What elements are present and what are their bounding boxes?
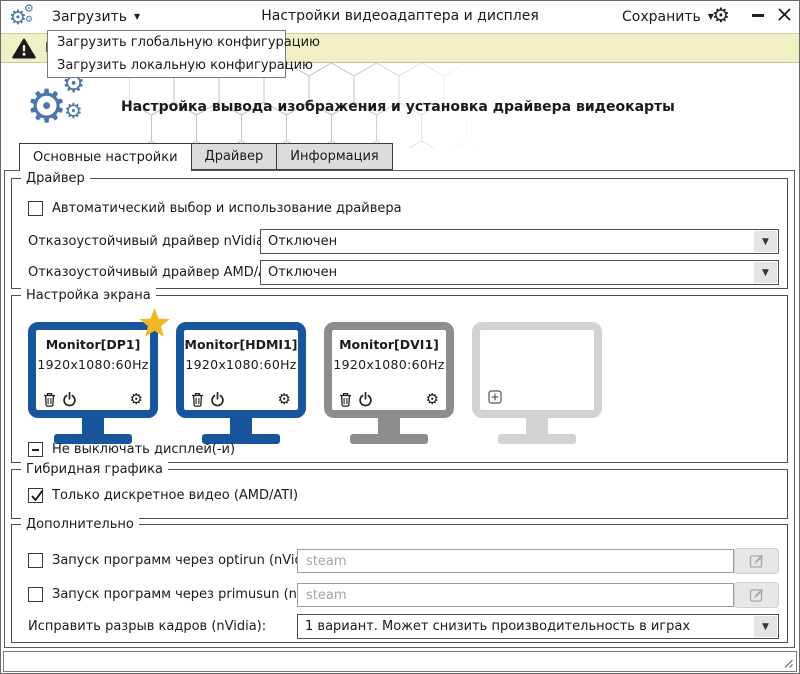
monitor-settings-icon[interactable]: ⚙ — [129, 390, 143, 408]
optirun-edit-button[interactable] — [734, 548, 779, 574]
power-monitor-icon[interactable] — [62, 392, 77, 407]
menu-item-load-global[interactable]: Загрузить глобальную конфигурацию — [57, 35, 320, 50]
screen-groupbox: Настройка экрана Monitor[DP1] 1920x1080:… — [11, 288, 788, 463]
power-monitor-icon[interactable] — [358, 392, 373, 407]
amd-failsafe-combobox[interactable]: Отключен ▼ — [260, 260, 779, 285]
edit-pencil-icon — [749, 588, 763, 602]
monitor-name: Monitor[DVI1] — [339, 337, 439, 352]
nvidia-failsafe-combobox[interactable]: Отключен ▼ — [260, 229, 779, 254]
app-gears-logo: ⚙⚙⚙ — [26, 69, 86, 133]
hero-title: Настройка вывода изображения и установка… — [121, 99, 675, 115]
minimize-button[interactable] — [752, 14, 764, 17]
delete-monitor-icon[interactable] — [191, 392, 204, 407]
auto-driver-label: Автоматический выбор и использование дра… — [52, 201, 402, 216]
monitor-settings-icon[interactable]: ⚙ — [277, 390, 291, 408]
load-menu-button[interactable]: Загрузить ▼ — [52, 6, 140, 27]
add-monitor-icon[interactable] — [488, 390, 502, 404]
tearing-fix-label: Исправить разрыв кадров (nVidia): — [28, 619, 267, 634]
auto-driver-checkbox[interactable] — [28, 201, 43, 216]
delete-monitor-icon[interactable] — [43, 392, 56, 407]
monitor-name: Monitor[HDMI1] — [184, 337, 298, 352]
combo-arrow-icon[interactable]: ▼ — [754, 262, 777, 283]
keep-display-on-label: Не выключать дисплей(-и) — [52, 442, 236, 457]
keep-display-on-checkbox[interactable] — [28, 442, 43, 457]
auto-driver-row: Автоматический выбор и использование дра… — [28, 201, 402, 216]
keep-display-on-row: Не выключать дисплей(-и) — [28, 442, 235, 457]
hybrid-group-legend: Гибридная графика — [21, 462, 168, 477]
resize-grip[interactable] — [781, 656, 794, 669]
primusun-input[interactable] — [297, 583, 734, 607]
header-banner: ⚙⚙⚙ Настройка вывода изображения и устан… — [1, 63, 799, 148]
discrete-only-label: Только дискретное видео (AMD/ATI) — [52, 488, 299, 503]
tearing-fix-combobox[interactable]: 1 вариант. Может снизить производительно… — [297, 614, 779, 639]
primusun-row: Запуск программ через primusun (nVidia): — [28, 587, 338, 602]
window-title: Настройки видеоадаптера и дисплея — [261, 8, 539, 24]
primusun-checkbox[interactable] — [28, 587, 43, 602]
tab-page-main-settings: Драйвер Автоматический выбор и использов… — [4, 170, 795, 648]
extra-group-legend: Дополнительно — [21, 517, 139, 532]
load-menu-popup: Загрузить глобальную конфигурацию Загруз… — [47, 30, 320, 78]
monitor-card-dp1[interactable]: Monitor[DP1] 1920x1080:60Hz — [28, 308, 170, 444]
amd-failsafe-label: Отказоустойчивый драйвер AMD/ATI: — [28, 265, 283, 280]
settings-gear-icon[interactable]: ⚙ — [712, 3, 730, 27]
tearing-fix-value: 1 вариант. Может снизить производительно… — [305, 619, 691, 634]
monitor-resolution: 1920x1080:60Hz — [333, 357, 445, 372]
warning-triangle-icon — [12, 38, 36, 58]
delete-monitor-icon[interactable] — [339, 392, 352, 407]
checkmark-icon — [31, 489, 44, 502]
nvidia-failsafe-label: Отказоустойчивый драйвер nVidia: — [28, 234, 269, 249]
load-menu-label: Загрузить — [52, 8, 128, 25]
primary-star-icon — [139, 308, 170, 337]
discrete-only-row: Только дискретное видео (AMD/ATI) — [28, 488, 298, 503]
combo-arrow-icon[interactable]: ▼ — [754, 231, 777, 252]
save-menu-label: Сохранить — [622, 8, 701, 25]
monitor-settings-icon[interactable]: ⚙ — [425, 390, 439, 408]
chevron-down-icon: ▼ — [134, 11, 141, 21]
monitor-row: Monitor[DP1] 1920x1080:60Hz — [28, 308, 602, 444]
extra-groupbox: Дополнительно Запуск программ через opti… — [11, 517, 788, 643]
nvidia-failsafe-value: Отключен — [268, 234, 338, 249]
monitor-card-dvi1[interactable]: Monitor[DVI1] 1920x1080:60Hz — [324, 322, 454, 444]
monitor-card-add[interactable] — [472, 322, 602, 444]
driver-group-legend: Драйвер — [21, 171, 90, 186]
app-gears-icon: ⚙⚙⚙ — [9, 2, 34, 29]
amd-failsafe-value: Отключен — [268, 265, 338, 280]
driver-groupbox: Драйвер Автоматический выбор и использов… — [11, 171, 788, 289]
tab-main-settings[interactable]: Основные настройки — [19, 143, 192, 171]
tab-information[interactable]: Информация — [277, 143, 393, 170]
close-button[interactable] — [778, 8, 791, 21]
monitor-resolution: 1920x1080:60Hz — [37, 357, 149, 372]
edit-pencil-icon — [749, 554, 763, 568]
status-bar — [3, 651, 797, 672]
hexagon-pattern — [129, 63, 481, 148]
optirun-label: Запуск программ через optirun (nVidia): — [52, 553, 324, 568]
optirun-checkbox[interactable] — [28, 553, 43, 568]
hybrid-groupbox: Гибридная графика Только дискретное виде… — [11, 462, 788, 519]
menu-item-load-local[interactable]: Загрузить локальную конфигурацию — [57, 58, 313, 73]
monitor-card-hdmi1[interactable]: Monitor[HDMI1] 1920x1080:60Hz — [176, 322, 306, 444]
chevron-down-icon: ▼ — [707, 11, 714, 21]
monitor-name: Monitor[DP1] — [45, 337, 141, 352]
optirun-row: Запуск программ через optirun (nVidia): — [28, 553, 324, 568]
tab-driver[interactable]: Драйвер — [191, 143, 278, 170]
primusun-edit-button[interactable] — [734, 582, 779, 608]
power-monitor-icon[interactable] — [210, 392, 225, 407]
discrete-only-checkbox[interactable] — [28, 488, 44, 503]
monitor-resolution: 1920x1080:60Hz — [185, 357, 297, 372]
tab-bar: Основные настройки Драйвер Информация — [19, 143, 393, 171]
title-bar: ⚙⚙⚙ Загрузить ▼ Настройки видеоадаптера … — [0, 0, 800, 33]
save-menu-button[interactable]: Сохранить ▼ — [622, 6, 714, 27]
optirun-input[interactable] — [297, 549, 734, 573]
primusun-label: Запуск программ через primusun (nVidia): — [52, 587, 339, 602]
combo-arrow-icon[interactable]: ▼ — [754, 616, 777, 637]
screen-group-legend: Настройка экрана — [21, 288, 156, 303]
